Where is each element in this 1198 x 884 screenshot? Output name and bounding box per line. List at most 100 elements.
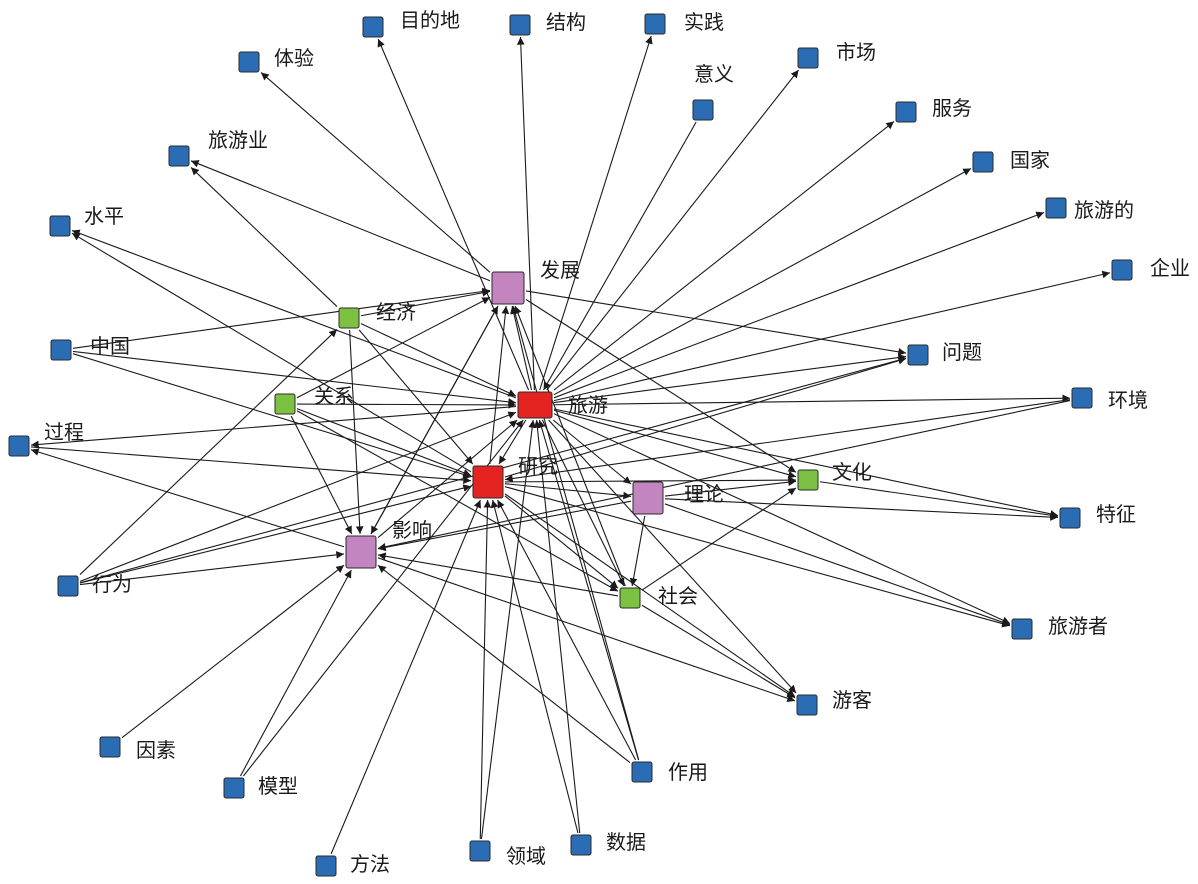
node-lingyu: [469, 840, 491, 862]
node-huanjing: [1071, 387, 1093, 409]
node-shijian: [644, 13, 666, 35]
edge-jingji-yanjiu: [358, 329, 474, 465]
node-shuiping: [49, 215, 71, 237]
edge-yanjiu-shuiping: [71, 232, 472, 473]
edge-lvyou-youke: [548, 419, 797, 694]
edge-zuoyong-fazhan: [511, 305, 640, 761]
node-guocheng: [8, 435, 30, 457]
node-lvyoude: [1045, 197, 1067, 219]
edge-moxing-yingxiang: [239, 569, 352, 777]
node-label-jingji: 经济: [376, 300, 416, 324]
edge-guanxi-fazhan: [296, 296, 491, 399]
node-label-qiye: 企业: [1150, 256, 1190, 280]
edge-yanjiu-fazhan: [489, 305, 510, 465]
edge-lvyou-jiegou: [516, 36, 535, 391]
edge-yingxiang-fazhan: [370, 305, 499, 535]
node-label-jiegou: 结构: [546, 10, 586, 34]
edge-yinsu-yingxiang: [121, 564, 345, 739]
node-label-yanjiu: 研究: [518, 454, 558, 478]
edge-lvyou-guojia: [553, 168, 972, 396]
edge-shehui-fazhan: [514, 305, 626, 587]
edge-lingyu-yanjiu: [479, 499, 492, 840]
edge-lilun-lvyouzhe: [664, 503, 1011, 626]
node-lvyou: [517, 391, 553, 419]
node-shuju: [570, 834, 592, 856]
node-lvyouye: [168, 145, 190, 167]
node-label-lvyouye: 旅游业: [208, 128, 268, 152]
node-moxing: [223, 777, 245, 799]
node-label-fuwu: 服务: [932, 96, 972, 120]
edge-lvyou-shuiping: [71, 229, 517, 399]
edge-lvyou-mudidi: [377, 38, 530, 391]
node-fazhan: [491, 271, 525, 305]
edge-lvyou-lilun: [552, 419, 632, 485]
node-label-guojia: 国家: [1010, 148, 1050, 172]
edge-guanxi-yingxiang: [290, 415, 353, 535]
node-label-xingwei: 行为: [92, 572, 132, 596]
edge-lvyou-shichang: [546, 69, 799, 391]
node-fangfa: [315, 855, 337, 877]
node-label-mudidi: 目的地: [400, 8, 460, 32]
edge-yanjiu-shehui: [504, 495, 619, 589]
edge-guanxi-yanjiu: [296, 408, 472, 477]
edge-yanjiu-wenti: [504, 357, 907, 478]
node-label-lilun: 理论: [684, 482, 724, 506]
edge-lvyou-lvyouzhe: [553, 413, 1011, 624]
edge-xingwei-lvyou: [79, 411, 517, 582]
edge-lvyou-fazhan: [510, 305, 533, 391]
node-label-shehui: 社会: [658, 584, 698, 608]
edge-lvyou-wenhua: [553, 409, 797, 479]
node-jingji: [338, 307, 360, 329]
node-label-wenti: 问题: [942, 340, 982, 364]
node-wenhua: [797, 469, 819, 491]
node-label-fazhan: 发展: [540, 258, 580, 282]
edge-shehui-youke: [641, 604, 796, 699]
edge-shuju-yanjiu: [490, 499, 579, 834]
node-youke: [796, 694, 818, 716]
edge-huanjing-yanjiu: [504, 399, 1071, 483]
edge-xingwei-jingji: [79, 329, 338, 575]
node-label-yinsu: 因素: [136, 738, 176, 762]
edge-zuoyong-yingxiang: [377, 564, 631, 764]
edge-lvyou-lvyoude: [553, 211, 1045, 399]
node-label-wenhua: 文化: [832, 460, 872, 484]
node-label-shichang: 市场: [836, 40, 876, 64]
edge-lvyou-qiye: [553, 270, 1111, 402]
edge-huanjing-yingxiang: [377, 400, 1071, 551]
edge-lvyou-huanjing: [553, 394, 1071, 406]
node-label-lvyouzhe: 旅游者: [1048, 614, 1108, 638]
edge-fazhan-lvyouye: [190, 160, 491, 282]
edge-shehui-yingxiang: [377, 552, 619, 597]
node-xingwei: [57, 575, 79, 597]
edge-yiyi-lvyou: [543, 121, 697, 391]
edge-jingji-fazhan: [360, 289, 491, 317]
edge-zuoyong-yanjiu: [497, 499, 637, 761]
edge-lilun-wenhua: [664, 478, 797, 497]
edge-xingwei-yingxiang: [79, 551, 345, 586]
node-label-tezheng: 特征: [1096, 502, 1136, 526]
node-label-shijian: 实践: [684, 10, 724, 34]
node-label-zuoyong: 作用: [668, 760, 708, 784]
node-label-youke: 游客: [832, 688, 872, 712]
node-zuoyong: [631, 761, 653, 783]
node-yinsu: [99, 736, 121, 758]
edge-guanxi-shehui: [296, 410, 619, 592]
edge-lvyou-shijian: [539, 35, 653, 391]
node-label-tiyan: 体验: [274, 46, 314, 70]
node-fuwu: [895, 101, 917, 123]
node-label-guanxi: 关系: [314, 384, 354, 408]
node-label-shuiping: 水平: [84, 204, 124, 228]
node-wenti: [907, 344, 929, 366]
edge-yingxiang-youke: [377, 557, 796, 703]
node-label-zhongguo: 中国: [90, 334, 130, 358]
edge-lvyou-tezheng: [553, 408, 1059, 518]
node-lilun: [632, 481, 664, 515]
node-lvyouzhe: [1011, 618, 1033, 640]
node-label-yingxiang: 影响: [392, 518, 432, 542]
edge-xingwei-yanjiu: [79, 484, 472, 584]
edge-zuoyong-lvyou: [537, 419, 640, 761]
node-mudidi: [362, 16, 384, 38]
edge-fazhan-tiyan: [260, 72, 491, 273]
